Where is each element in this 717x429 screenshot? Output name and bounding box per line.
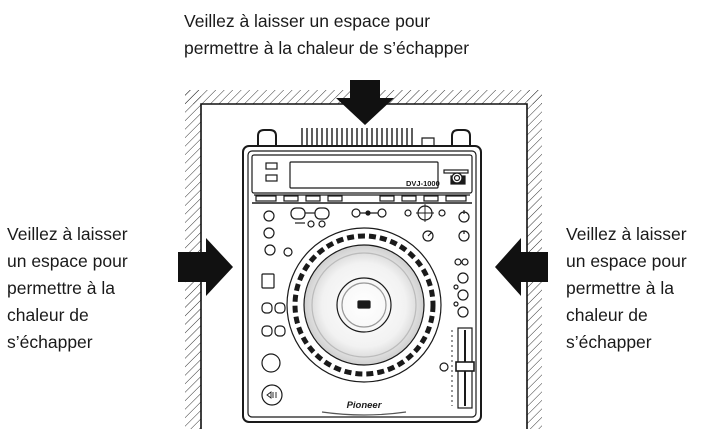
caption-left-line-1: Veillez à laisser — [7, 224, 128, 244]
caption-right-line-5: s’échapper — [566, 332, 652, 352]
display-window — [289, 161, 439, 189]
jog-dial — [286, 227, 442, 383]
mode-buttons — [290, 204, 470, 242]
caption-top-line-1: Veillez à laisser un espace pour — [184, 11, 431, 31]
brand-logo: Pioneer — [347, 400, 383, 411]
arrows — [178, 80, 548, 296]
caption-top: Veillez à laisser un espace pour permett… — [184, 8, 469, 62]
right-handle — [451, 129, 471, 148]
caption-left: Veillez à laisser un espace pour permett… — [7, 221, 128, 356]
caption-right-line-1: Veillez à laisser — [566, 224, 687, 244]
left-controls — [261, 210, 293, 406]
caption-left-line-5: s’échapper — [7, 332, 93, 352]
right-controls — [439, 258, 475, 409]
tempo-slider-handle — [455, 361, 475, 372]
heatsink-fins — [301, 128, 413, 146]
eject-button — [451, 172, 463, 184]
caption-right: Veillez à laisser un espace pour permett… — [566, 221, 687, 356]
caption-left-line-3: permettre à la — [7, 278, 115, 298]
caption-right-line-4: chaleur de — [566, 305, 648, 325]
caption-left-line-2: un espace pour — [7, 251, 128, 271]
dj-player — [242, 128, 482, 423]
caption-right-line-3: permettre à la — [566, 278, 674, 298]
model-label: DVJ-1000 — [406, 179, 440, 188]
play-pause-button — [261, 384, 283, 406]
arrow-left-icon — [495, 238, 548, 296]
caption-right-line-2: un espace pour — [566, 251, 687, 271]
arrow-down-icon — [336, 80, 394, 125]
caption-left-line-4: chaleur de — [7, 305, 89, 325]
left-handle — [257, 129, 277, 148]
arrow-right-icon — [178, 238, 233, 296]
hot-cue-strip — [254, 194, 470, 202]
caption-top-line-2: permettre à la chaleur de s’échapper — [184, 38, 470, 58]
top-panel — [251, 154, 473, 194]
cue-button — [261, 353, 281, 373]
